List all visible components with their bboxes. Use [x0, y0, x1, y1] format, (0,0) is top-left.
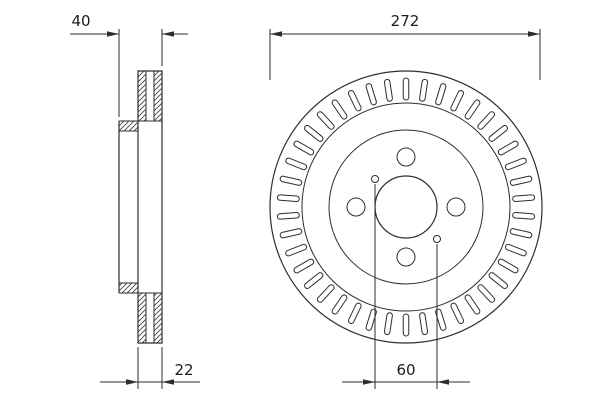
vent-slot: [293, 140, 315, 156]
slot-band-inner-circle: [301, 102, 511, 312]
vent-slot: [347, 302, 362, 324]
vent-slot: [331, 99, 348, 120]
vent-slot: [402, 313, 410, 337]
vent-channel-edges: [145, 71, 155, 343]
vent-slot: [419, 78, 429, 102]
vent-slot: [512, 194, 536, 203]
dimension-60: 60: [342, 184, 470, 389]
dimension-60-label: 60: [396, 361, 415, 379]
centre-bore-circle: [374, 175, 438, 239]
vent-slot: [477, 284, 496, 303]
hat-outline-circle: [328, 129, 484, 285]
hat-flange-edges: [119, 120, 138, 294]
dimension-22-label: 22: [174, 361, 193, 379]
outer-diameter-circle: [269, 70, 543, 344]
vent-slot: [347, 90, 362, 112]
vent-slot: [450, 90, 465, 112]
dimension-22: 22: [100, 347, 200, 389]
dimension-272: 272: [269, 12, 541, 80]
arrowhead-right-icon: [363, 379, 375, 385]
arrowhead-right-icon: [528, 31, 540, 37]
dimension-22-witness-lines: [137, 347, 163, 389]
vent-slot: [488, 125, 508, 142]
vent-slot: [285, 157, 308, 171]
bolt-holes: [346, 147, 466, 267]
hatch-bottom-inboard-plate: [138, 293, 146, 343]
vent-slot: [402, 77, 410, 101]
bolt-hole: [346, 197, 366, 217]
vent-slot: [279, 228, 303, 239]
bolt-hole: [446, 197, 466, 217]
arrowhead-right-icon: [107, 31, 119, 37]
hatch-top-inboard-plate: [138, 71, 146, 121]
vent-slot: [383, 312, 393, 336]
vent-slot: [316, 284, 335, 303]
vent-slot: [316, 111, 335, 130]
hatch-top-outboard-plate: [154, 71, 162, 121]
pin-hole: [433, 235, 441, 243]
bolt-hole: [396, 147, 416, 167]
arrowhead-left-icon: [437, 379, 449, 385]
section-view: [118, 70, 163, 344]
bolt-hole: [396, 247, 416, 267]
arrowhead-right-icon: [126, 379, 138, 385]
vent-slot: [293, 258, 315, 274]
vent-slot: [497, 140, 519, 156]
vent-slot: [331, 294, 348, 315]
dimension-40: 40: [70, 12, 188, 117]
vent-slot: [464, 294, 481, 315]
friction-band-inner-edges: [138, 120, 162, 294]
vent-slot: [276, 211, 300, 220]
vent-slot: [279, 175, 303, 186]
vent-slot: [509, 228, 533, 239]
vent-slot: [477, 111, 496, 130]
hatch-bottom-outboard-plate: [154, 293, 162, 343]
dimension-272-label: 272: [391, 12, 420, 30]
vent-slots: [276, 77, 536, 337]
vent-slot: [488, 272, 508, 289]
vent-slot: [450, 302, 465, 324]
arrowhead-left-icon: [270, 31, 282, 37]
vent-slot: [383, 78, 393, 102]
vent-slot: [435, 308, 447, 331]
arrowhead-left-icon: [162, 31, 174, 37]
arrowhead-left-icon: [162, 379, 174, 385]
vent-slot: [504, 243, 527, 257]
dimension-272-witness-lines: [269, 29, 541, 80]
dimension-60-witness-lines: [374, 184, 438, 389]
hatch-hat-flange-top: [119, 121, 138, 131]
hatch-hat-flange-bottom: [119, 283, 138, 293]
vent-slot: [285, 243, 308, 257]
vent-slot: [304, 125, 324, 142]
pin-holes: [371, 175, 441, 243]
vent-slot: [276, 194, 300, 203]
vent-slot: [435, 83, 447, 106]
vent-slot: [497, 258, 519, 274]
vent-slot: [419, 312, 429, 336]
vent-slot: [464, 99, 481, 120]
dimension-40-witness-lines: [118, 29, 163, 117]
vent-slot: [512, 211, 536, 220]
vent-slot: [304, 272, 324, 289]
vent-slot: [504, 157, 527, 171]
vent-slot: [365, 83, 377, 106]
pin-hole: [371, 175, 379, 183]
front-view: [269, 70, 543, 344]
vent-slot: [509, 175, 533, 186]
dimension-40-label: 40: [71, 12, 90, 30]
vent-slot: [365, 308, 377, 331]
